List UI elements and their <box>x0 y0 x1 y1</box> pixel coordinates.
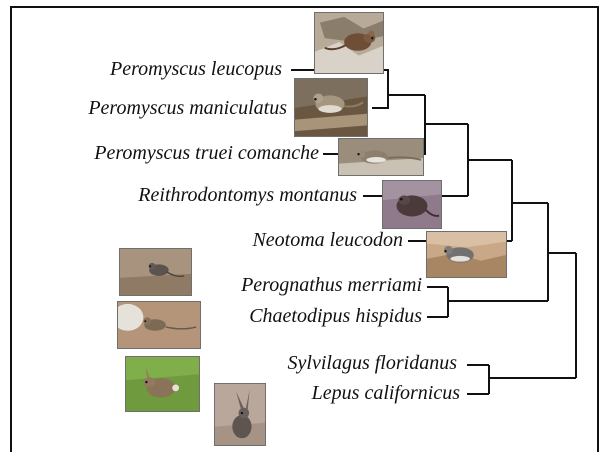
woodrat-photo <box>426 231 507 278</box>
harvest-mouse-photo <box>382 180 442 229</box>
node-rodentia <box>548 203 576 301</box>
taxon-label-lepus-californicus: Lepus californicus <box>312 383 460 403</box>
taxon-label-peromyscus-maniculatus: Peromyscus maniculatus <box>88 98 287 118</box>
taxon-label-perognathus-merriami: Perognathus merriami <box>241 275 422 295</box>
taxon-label-chaetodipus-hispidus: Chaetodipus hispidus <box>249 306 422 326</box>
taxon-label-reithrodontomys-montanus: Reithrodontomys montanus <box>138 185 357 205</box>
white-footed-mouse-photo <box>314 12 384 74</box>
node-heteromyidae <box>448 287 548 317</box>
node-cricetidae <box>512 160 548 241</box>
node-reithrodontomyini <box>468 124 512 196</box>
taxon-label-peromyscus-truei-comanche: Peromyscus truei comanche <box>94 143 319 163</box>
cottontail-photo <box>125 356 200 412</box>
taxon-label-neotoma-leucodon: Neotoma leucodon <box>252 230 403 250</box>
node-peromyscus <box>425 95 468 154</box>
pocket-mouse-photo <box>119 248 192 296</box>
node-leporidae <box>489 365 576 394</box>
deer-mouse-photo <box>294 78 368 137</box>
taxon-label-sylvilagus-floridanus: Sylvilagus floridanus <box>288 353 457 373</box>
jackrabbit-photo <box>214 383 266 446</box>
taxon-label-peromyscus-leucopus: Peromyscus leucopus <box>110 59 282 79</box>
branch-maniculatus <box>372 95 388 108</box>
hispid-pocket-mouse-photo <box>117 301 201 349</box>
pinyon-mouse-photo <box>338 138 424 176</box>
